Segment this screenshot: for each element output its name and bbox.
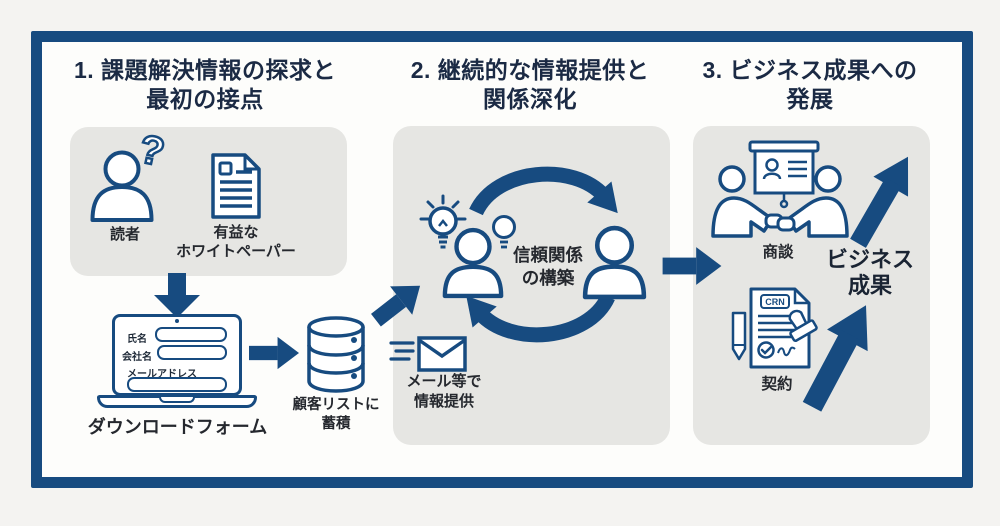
trust-label: 信頼関係 の構築 — [500, 244, 596, 290]
lightbulb-icon-small — [489, 214, 519, 254]
growth-arrow-bottom — [791, 293, 887, 419]
question-mark-glyph: ? — [135, 127, 168, 175]
whitepaper-label-line2: ホワイトペーパー — [176, 243, 296, 260]
company-input — [157, 345, 227, 360]
laptop-screen: 氏名 会社名 メールアドレス — [112, 314, 242, 396]
mail-label: メール等で 情報提供 — [398, 372, 490, 412]
reader-person-icon — [88, 148, 162, 224]
contract-icon: CRN — [725, 283, 827, 373]
stage2-title-line1: 2. 継続的な情報提供と — [410, 57, 650, 83]
name-input — [155, 327, 227, 342]
company-field-label: 会社名 — [122, 352, 152, 363]
stage2-title: 2. 継続的な情報提供と 関係深化 — [390, 56, 670, 114]
email-input — [127, 377, 227, 392]
email-field-label: メールアドレス — [127, 369, 197, 380]
mail-label-line2: 情報提供 — [413, 393, 474, 410]
trust-label-line2: の構築 — [521, 268, 575, 288]
business-result-line2: 成果 — [847, 273, 892, 298]
growth-arrow-top — [840, 146, 926, 254]
stage3-title-line2: 発展 — [786, 86, 834, 112]
business-result-label: ビジネス 成果 — [815, 247, 925, 299]
name-field-label: 氏名 — [127, 334, 147, 345]
meeting-label: 商談 — [762, 244, 794, 261]
whitepaper-label: 有益な ホワイトペーパー — [175, 223, 297, 261]
whitepaper-document-icon — [210, 152, 262, 220]
arrow-stage2-to-stage3 — [655, 245, 729, 287]
contract-label: 契約 — [761, 376, 793, 393]
mail-label-line1: メール等で — [406, 373, 482, 390]
stage2-title-line2: 関係深化 — [483, 86, 577, 112]
lightbulb-icon-large — [419, 194, 467, 252]
download-form-caption: ダウンロードフォーム — [87, 417, 268, 437]
business-result-line1: ビジネス — [825, 247, 914, 272]
mail-icon — [389, 336, 467, 372]
stage1-title: 1. 課題解決情報の探求と 最初の接点 — [55, 56, 355, 114]
arrow-database-to-stage2 — [361, 268, 434, 338]
database-label: 顧客リストに 蓄積 — [281, 396, 391, 434]
database-icon — [304, 314, 368, 394]
business-meeting-icon — [706, 136, 854, 240]
contract-doc-text: CRN — [765, 297, 785, 307]
question-mark-icon: ? — [132, 126, 172, 177]
stage1-title-line1: 1. 課題解決情報の探求と — [73, 57, 337, 83]
cycle-arrows-icon — [462, 162, 622, 347]
stage3-title-line1: 3. ビジネス成果への — [702, 57, 918, 83]
database-label-line2: 蓄積 — [321, 416, 351, 432]
company-person-icon — [581, 225, 648, 300]
database-label-line1: 顧客リストに — [292, 397, 380, 413]
trust-label-line1: 信頼関係 — [513, 245, 583, 265]
laptop-notch — [159, 397, 195, 403]
whitepaper-label-line1: 有益な — [213, 224, 259, 241]
customer-person-icon — [441, 227, 505, 299]
reader-label: 読者 — [109, 226, 140, 243]
webcam-dot-icon — [175, 319, 179, 323]
stage3-title: 3. ビジネス成果への 発展 — [685, 56, 935, 114]
arrow-down-to-form — [154, 273, 200, 318]
stage1-title-line2: 最初の接点 — [146, 86, 264, 112]
arrow-form-to-database — [249, 334, 299, 372]
laptop-base — [97, 395, 257, 408]
